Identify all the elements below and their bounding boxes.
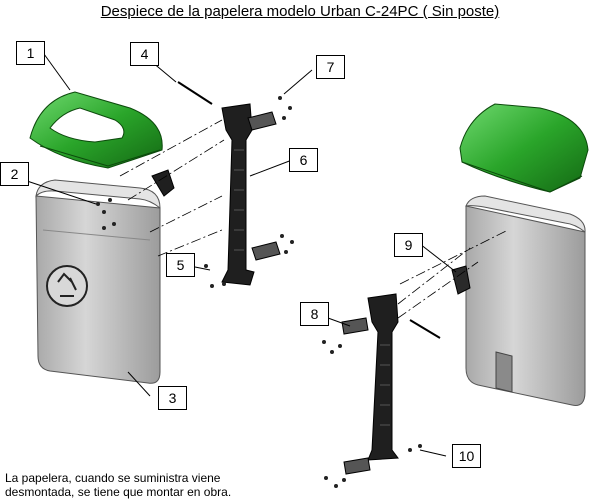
right-clamp — [451, 265, 471, 295]
callout-5: 5 — [166, 253, 195, 277]
note-line-1: La papelera, cuando se suministra viene — [5, 471, 221, 485]
right-bin — [465, 195, 586, 406]
callout-3: 3 — [158, 386, 187, 410]
left-post — [221, 103, 281, 286]
assembly-lines — [119, 119, 509, 319]
callout-9: 9 — [394, 233, 423, 257]
assembly-note: La papelera, cuando se suministra viene … — [5, 471, 231, 499]
leader-lines — [23, 53, 457, 457]
right-post — [341, 293, 399, 475]
screws — [96, 96, 422, 488]
note-line-2: desmontada, se tiene que montar en obra. — [5, 485, 232, 499]
callout-1: 1 — [16, 41, 45, 65]
callout-10: 10 — [452, 444, 481, 468]
callout-8: 8 — [300, 302, 329, 326]
left-lid — [29, 91, 163, 169]
callout-2: 2 — [0, 162, 29, 186]
bolts — [177, 81, 441, 339]
recycling-symbol — [46, 265, 88, 307]
right-lid — [459, 103, 589, 193]
callout-7: 7 — [316, 55, 345, 79]
left-bin — [35, 179, 161, 384]
callout-6: 6 — [289, 148, 318, 172]
diagram-title: Despiece de la papelera modelo Urban C-2… — [100, 3, 500, 20]
left-clamp — [151, 169, 175, 197]
callout-4: 4 — [130, 42, 159, 66]
